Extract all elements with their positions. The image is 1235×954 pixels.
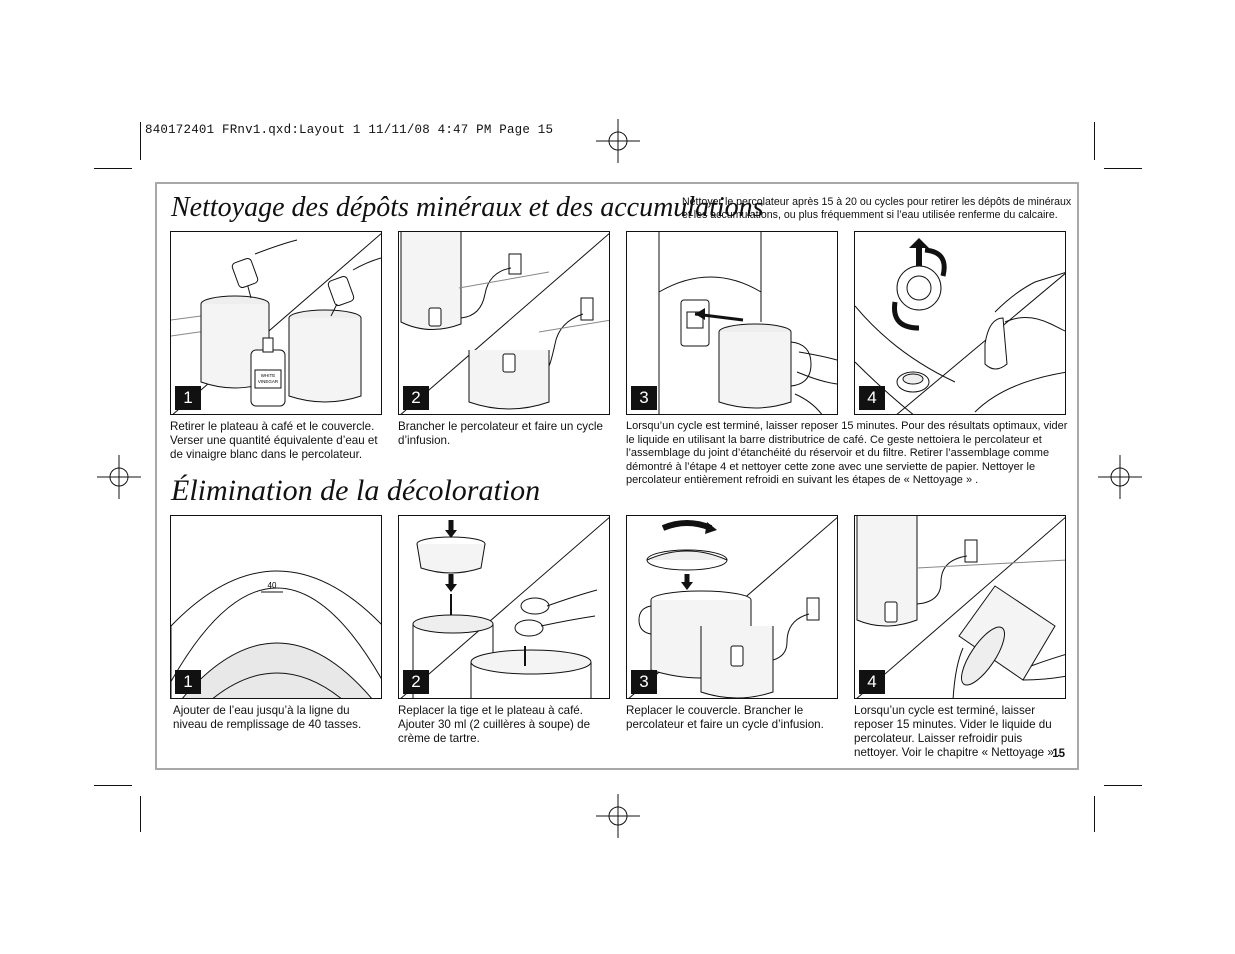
illustration-dispense-cup bbox=[627, 232, 837, 414]
step-number: 4 bbox=[859, 670, 885, 694]
slug-line: 840172401 FRnv1.qxd:Layout 1 11/11/08 4:… bbox=[145, 123, 554, 137]
illustration-plug-in bbox=[400, 232, 609, 414]
fill-line-label: 40 bbox=[268, 581, 277, 590]
step-number: 2 bbox=[403, 670, 429, 694]
registration-mark-left bbox=[97, 455, 141, 499]
bottle-label-line1: WHITE bbox=[261, 373, 276, 378]
step-number: 4 bbox=[859, 386, 885, 410]
illustration-remove-assembly bbox=[855, 238, 1065, 414]
step-caption-5: Ajouter de l’eau jusqu’à la ligne du niv… bbox=[173, 704, 362, 731]
step-caption-7: Replacer le couvercle. Brancher le perco… bbox=[626, 704, 824, 731]
step-caption-6: Replacer la tige et le plateau à café. A… bbox=[398, 704, 591, 745]
step-number: 1 bbox=[175, 386, 201, 410]
step-number: 3 bbox=[631, 386, 657, 410]
step-panel-5: 40 1 bbox=[170, 515, 382, 699]
illustration-replace-lid bbox=[628, 517, 837, 698]
step-caption-8: Lorsqu’un cycle est terminé, laisser rep… bbox=[854, 704, 1061, 759]
registration-mark-right bbox=[1098, 455, 1142, 499]
illustration-empty-pot bbox=[856, 516, 1065, 698]
step-caption-3: Lorsqu’un cycle est terminé, laisser rep… bbox=[626, 420, 1068, 487]
step-panel-8: 4 bbox=[854, 515, 1066, 699]
registration-mark-bottom bbox=[596, 794, 640, 838]
step-caption-1: Retirer le plateau à café et le couvercl… bbox=[170, 420, 378, 461]
step-panel-2: 2 bbox=[398, 231, 610, 415]
step-number: 1 bbox=[175, 670, 201, 694]
illustration-pour-water-vinegar: WHITE VINEGAR bbox=[171, 233, 381, 414]
manual-page: Nettoyage des dépôts minéraux et des acc… bbox=[155, 182, 1079, 770]
section-intro: Nettoyer le percolateur après 15 à 20 ou… bbox=[682, 196, 1072, 221]
registration-mark-top bbox=[596, 119, 640, 163]
step-number: 3 bbox=[631, 670, 657, 694]
step-panel-1: WHITE VINEGAR 1 bbox=[170, 231, 382, 415]
illustration-fill-line: 40 bbox=[171, 570, 381, 698]
illustration-replace-stem-basket bbox=[400, 517, 609, 698]
step-caption-2: Brancher le percolateur et faire un cycl… bbox=[398, 420, 603, 447]
step-panel-4: 4 bbox=[854, 231, 1066, 415]
step-number: 2 bbox=[403, 386, 429, 410]
page-number: 15 bbox=[1052, 748, 1065, 760]
section-title-discoloration: Élimination de la décoloration bbox=[171, 474, 541, 507]
bottle-label-line2: VINEGAR bbox=[258, 379, 279, 384]
step-panel-6: 2 bbox=[398, 515, 610, 699]
step-panel-7: 3 bbox=[626, 515, 838, 699]
section-title-cleaning: Nettoyage des dépôts minéraux et des acc… bbox=[171, 192, 764, 223]
step-panel-3: 3 bbox=[626, 231, 838, 415]
